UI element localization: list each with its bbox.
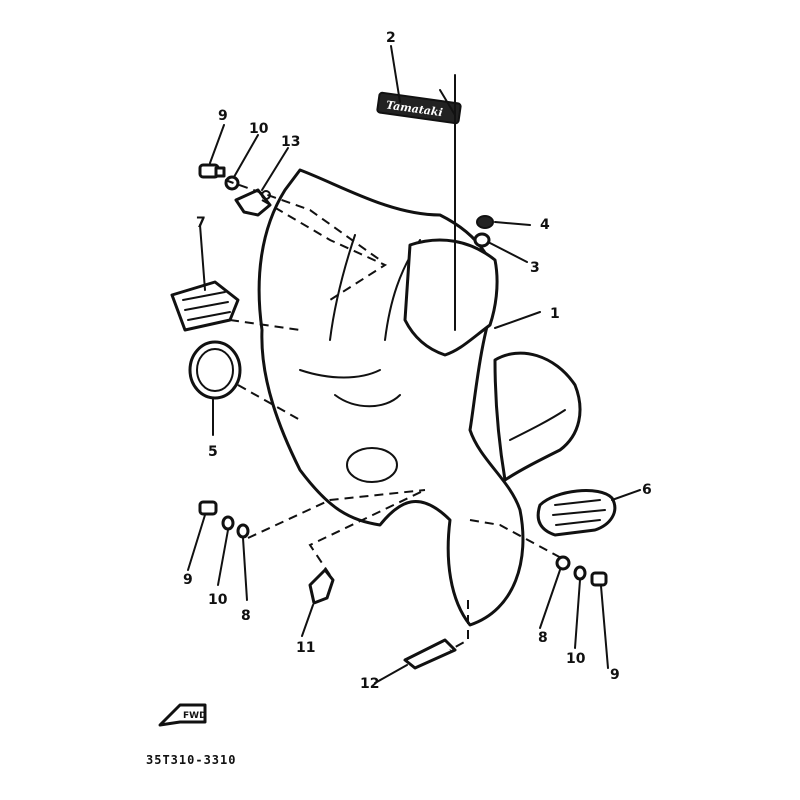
leader-lines xyxy=(187,45,641,684)
callout-9-right: 9 xyxy=(610,667,620,683)
bracket-part-11 xyxy=(308,568,335,605)
callout-1: 1 xyxy=(550,306,560,322)
rim-part-5 xyxy=(188,340,242,400)
plate-part-12 xyxy=(403,638,457,670)
nut-part-3 xyxy=(473,232,491,248)
callout-5: 5 xyxy=(208,444,218,460)
fwd-arrow-marker: FWD xyxy=(158,703,207,727)
fwd-marker-text: FWD xyxy=(183,711,207,721)
grille-part-7 xyxy=(170,280,240,332)
callout-10-top: 10 xyxy=(249,121,269,137)
callout-7: 7 xyxy=(196,215,206,231)
callout-4: 4 xyxy=(540,217,550,233)
emblem: Tamataki xyxy=(376,91,462,125)
washer-8-left xyxy=(236,523,250,539)
callout-9-left: 9 xyxy=(183,572,193,588)
callout-10-right: 10 xyxy=(566,651,586,667)
callout-10-left: 10 xyxy=(208,592,228,608)
grommet-part-4 xyxy=(476,215,494,229)
cover-opening xyxy=(346,447,398,483)
screw-9-left xyxy=(198,500,218,516)
inner-panel xyxy=(403,238,499,357)
side-panel xyxy=(493,351,582,482)
callout-3: 3 xyxy=(530,260,540,276)
callout-11: 11 xyxy=(296,640,315,656)
callout-8-left: 8 xyxy=(241,608,251,624)
callout-12: 12 xyxy=(360,676,379,692)
callout-9-top: 9 xyxy=(218,108,228,124)
callout-labels: 1 2 3 4 5 6 7 8 9 10 11 12 13 9 10 8 9 1… xyxy=(183,30,652,692)
washer-10-right xyxy=(573,565,587,581)
clip-part-13 xyxy=(234,188,272,217)
assembly-lines xyxy=(224,179,566,651)
callout-13: 13 xyxy=(281,134,300,150)
callout-2: 2 xyxy=(386,30,396,46)
callout-6: 6 xyxy=(642,482,652,498)
washer-8-right xyxy=(555,555,571,571)
washer-10-left xyxy=(221,515,235,531)
callout-8-right: 8 xyxy=(538,630,548,646)
screw-9-top xyxy=(198,163,226,179)
plate-part-6 xyxy=(536,489,617,537)
part-number-code: 35T310-3310 xyxy=(146,753,236,767)
screw-9-right xyxy=(590,571,608,587)
